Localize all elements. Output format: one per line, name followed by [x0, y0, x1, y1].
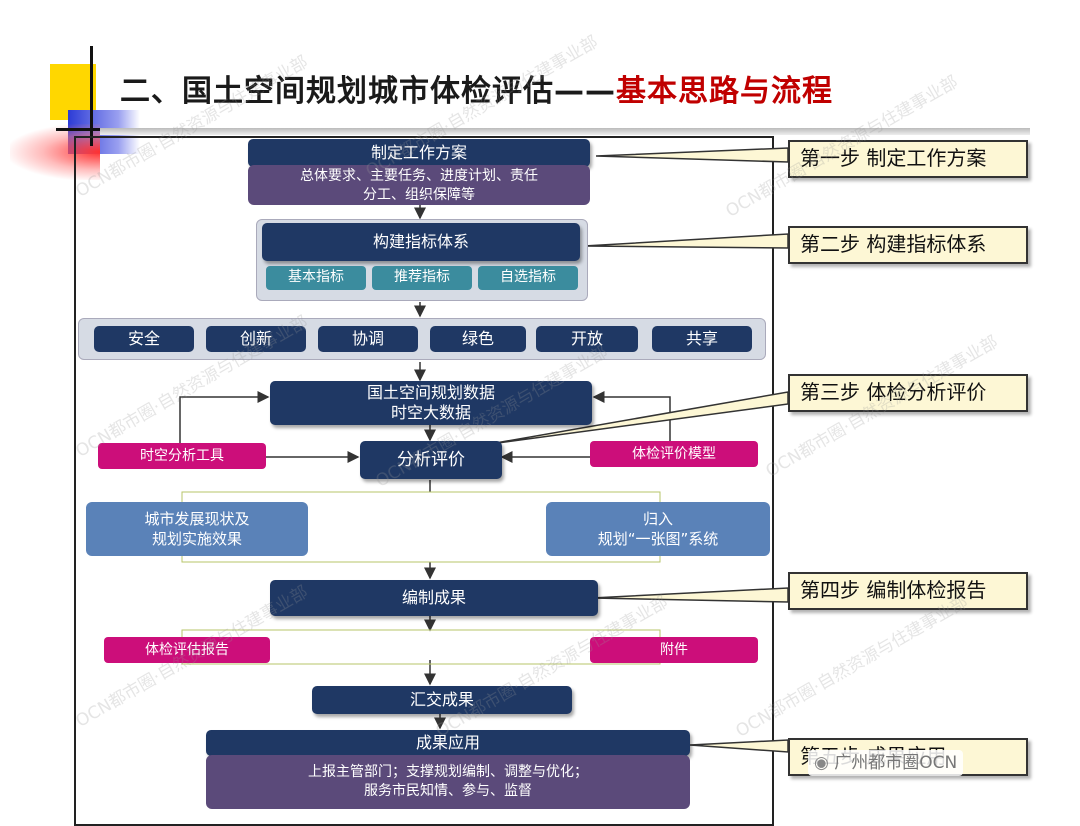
one-map-outcome-box: 归入 规划“一张图”系统: [546, 502, 770, 556]
data-sources-line-2: 时空大数据: [390, 403, 471, 422]
wechat-icon: ◉: [814, 753, 829, 773]
indicator-optional: 自选指标: [478, 266, 578, 290]
data-sources-box: 国土空间规划数据 时空大数据: [270, 381, 592, 425]
step1-callout: 第一步 制定工作方案: [788, 140, 1028, 178]
principle-safety: 安全: [94, 326, 194, 352]
step2-callout: 第二步 构建指标体系: [788, 226, 1028, 264]
page-title: 二、国土空间规划城市体检评估——基本思路与流程: [120, 74, 833, 109]
application-line-2: 服务市民知情、参与、监督: [364, 783, 532, 799]
one-map-outcome-line-2: 规划“一张图”系统: [597, 530, 719, 548]
principle-coordination: 协调: [318, 326, 418, 352]
corner-red-gradient: [10, 124, 100, 180]
data-sources-line-1: 国土空间规划数据: [366, 383, 495, 402]
status-outcome-box: 城市发展现状及 规划实施效果: [86, 502, 308, 556]
principle-green: 绿色: [430, 326, 526, 352]
status-outcome-line-2: 规划实施效果: [151, 530, 242, 548]
work-plan-details: 总体要求、主要任务、进度计划、责任 分工、组织保障等: [248, 165, 590, 205]
indicator-basic: 基本指标: [266, 266, 366, 290]
step3-callout: 第三步 体检分析评价: [788, 374, 1028, 412]
work-plan-line-2: 分工、组织保障等: [363, 187, 475, 203]
spatiotemporal-tool-box: 时空分析工具: [98, 443, 266, 469]
attachment-box: 附件: [590, 637, 758, 663]
principle-innovation: 创新: [206, 326, 306, 352]
wechat-badge: ◉ 广州都市圈OCN: [808, 750, 964, 776]
submit-results-box: 汇交成果: [312, 686, 572, 714]
results-application-box: 成果应用: [206, 730, 690, 756]
application-line-1: 上报主管部门；支撑规划编制、调整与优化；: [308, 764, 588, 780]
compile-results-box: 编制成果: [270, 580, 598, 616]
wechat-badge-label: 广州都市圈OCN: [834, 753, 958, 773]
evaluation-report-box: 体检评估报告: [104, 637, 270, 663]
corner-vertical-line: [90, 46, 93, 146]
title-underline: [100, 128, 1030, 135]
principle-sharing: 共享: [652, 326, 752, 352]
indicator-system-box: 构建指标体系: [262, 223, 580, 261]
corner-horizontal-line: [56, 128, 128, 131]
analysis-box: 分析评价: [360, 441, 502, 479]
status-outcome-line-1: 城市发展现状及: [144, 510, 250, 528]
one-map-outcome-line-1: 归入: [642, 510, 673, 528]
work-plan-line-1: 总体要求、主要任务、进度计划、责任: [300, 168, 538, 184]
evaluation-model-box: 体检评价模型: [590, 441, 758, 467]
work-plan-box: 制定工作方案: [248, 139, 590, 167]
principle-openness: 开放: [536, 326, 638, 352]
results-application-details: 上报主管部门；支撑规划编制、调整与优化； 服务市民知情、参与、监督: [206, 755, 690, 809]
step4-callout: 第四步 编制体检报告: [788, 572, 1028, 610]
indicator-recommended: 推荐指标: [372, 266, 472, 290]
